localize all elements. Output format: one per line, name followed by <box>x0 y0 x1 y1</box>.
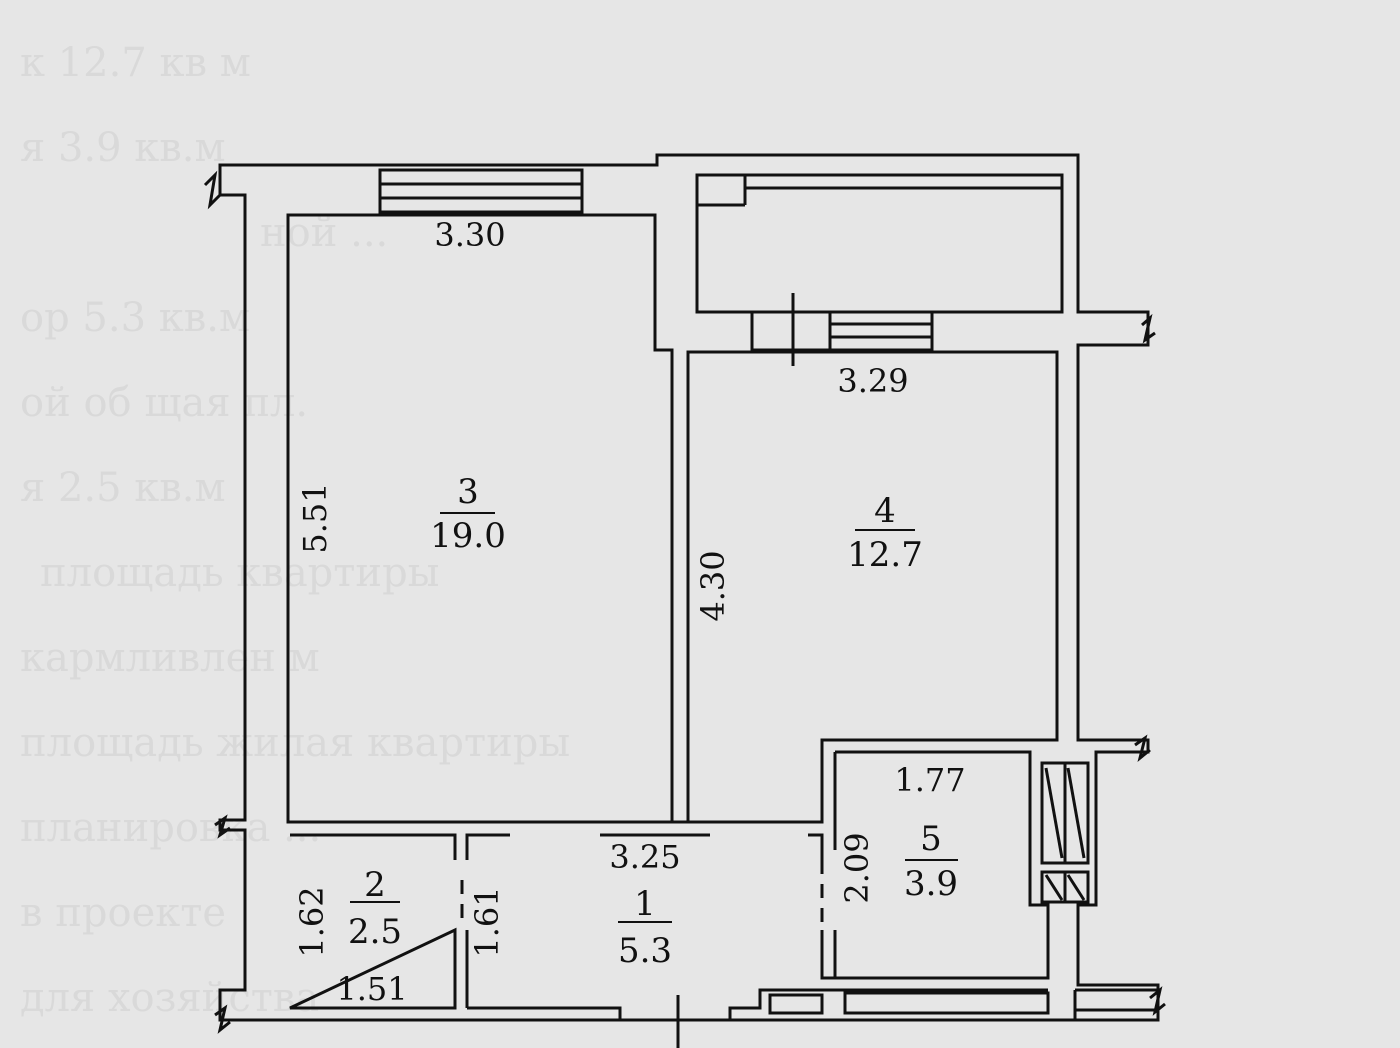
corridor-inner <box>465 833 835 1008</box>
bottom-window <box>768 993 824 1015</box>
bottom-window <box>843 991 1050 1015</box>
room-4-number: 4 <box>874 491 896 531</box>
dimension-room-2-bottom: 1.51 <box>336 970 407 1008</box>
dimension-room-2-left: 1.62 <box>293 886 331 957</box>
room-1-area: 5.3 <box>618 931 672 971</box>
dimension-room-2-right: 1.61 <box>468 886 506 957</box>
dimension-room-4-top: 3.29 <box>837 362 908 400</box>
dimension-corridor-top: 3.25 <box>609 838 680 876</box>
room-1-number: 1 <box>634 884 656 924</box>
room-3-inner <box>286 213 674 824</box>
dimension-room-5-left: 2.09 <box>838 832 876 903</box>
room-3-number: 3 <box>457 472 479 512</box>
dimension-room-4-left: 4.30 <box>694 550 732 621</box>
room-2-inner <box>289 833 457 1010</box>
room-5-area: 3.9 <box>904 864 958 904</box>
dimension-room-3-left: 5.51 <box>296 482 334 553</box>
room-4-area: 12.7 <box>847 535 923 575</box>
outer-wall-left <box>218 153 1160 1022</box>
dimension-room-3-top: 3.30 <box>434 216 505 254</box>
dimension-room-5-top: 1.77 <box>894 761 965 799</box>
window-room-4 <box>750 310 934 352</box>
balcony-outline <box>695 173 1064 314</box>
room-2-number: 2 <box>364 865 386 905</box>
window-room-3 <box>378 168 584 214</box>
room-5-number: 5 <box>920 819 942 859</box>
room-3-area: 19.0 <box>430 516 506 556</box>
room-2-area: 2.5 <box>348 912 402 952</box>
